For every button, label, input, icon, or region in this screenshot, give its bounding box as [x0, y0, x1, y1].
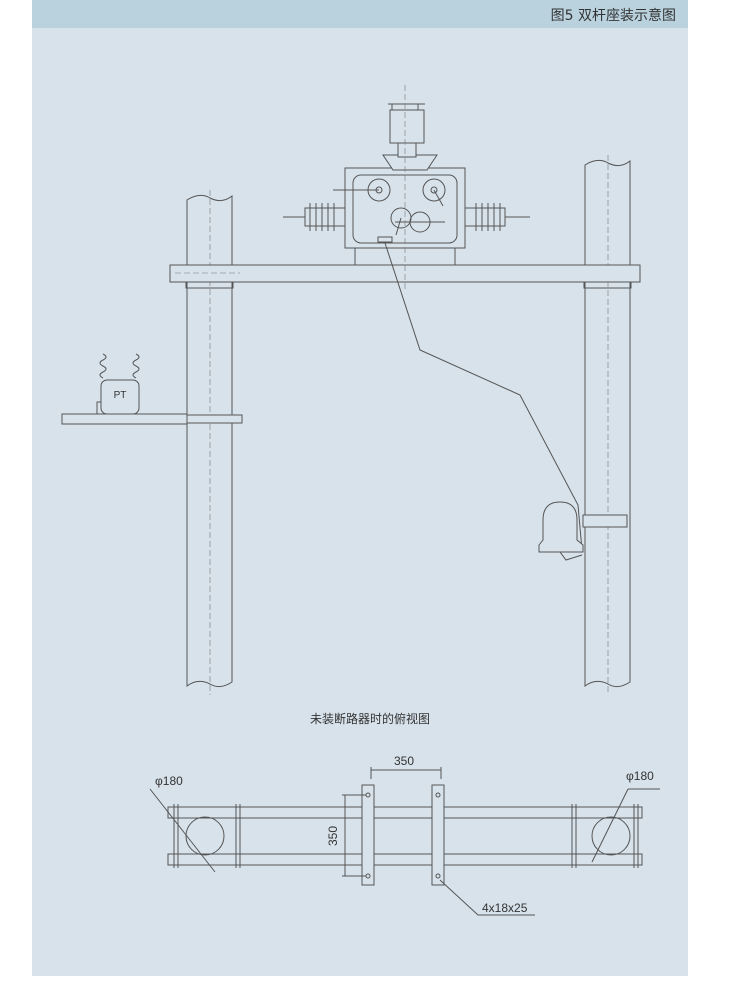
left-pole: [186, 190, 233, 695]
circuit-breaker: [333, 85, 466, 290]
right-pole: [584, 155, 631, 695]
pt-transformer: PT: [61, 353, 243, 425]
top-view-plan: [149, 767, 660, 916]
right-pole-section: [591, 816, 631, 856]
pt-label: PT: [114, 390, 127, 401]
bracket-plate-right: [431, 784, 445, 886]
dim-horizontal-350: 350: [394, 754, 414, 768]
bracket-plate-left: [361, 784, 375, 886]
header-bar: 图5 双杆座装示意图: [32, 0, 688, 28]
hole-spec-label: 4x18x25: [482, 901, 528, 915]
pole-diameter-right: φ180: [626, 769, 654, 783]
figure-title: 图5 双杆座装示意图: [550, 8, 676, 24]
right-bushing: [464, 203, 530, 231]
left-bushing: [283, 203, 346, 231]
control-cable: [384, 242, 583, 551]
control-cabinet: [538, 501, 628, 561]
top-view-caption: 未装断路器时的俯视图: [310, 711, 430, 726]
pole-diameter-left: φ180: [155, 774, 183, 788]
left-pole-section: [185, 816, 225, 856]
dim-vertical-350: 350: [326, 826, 340, 846]
